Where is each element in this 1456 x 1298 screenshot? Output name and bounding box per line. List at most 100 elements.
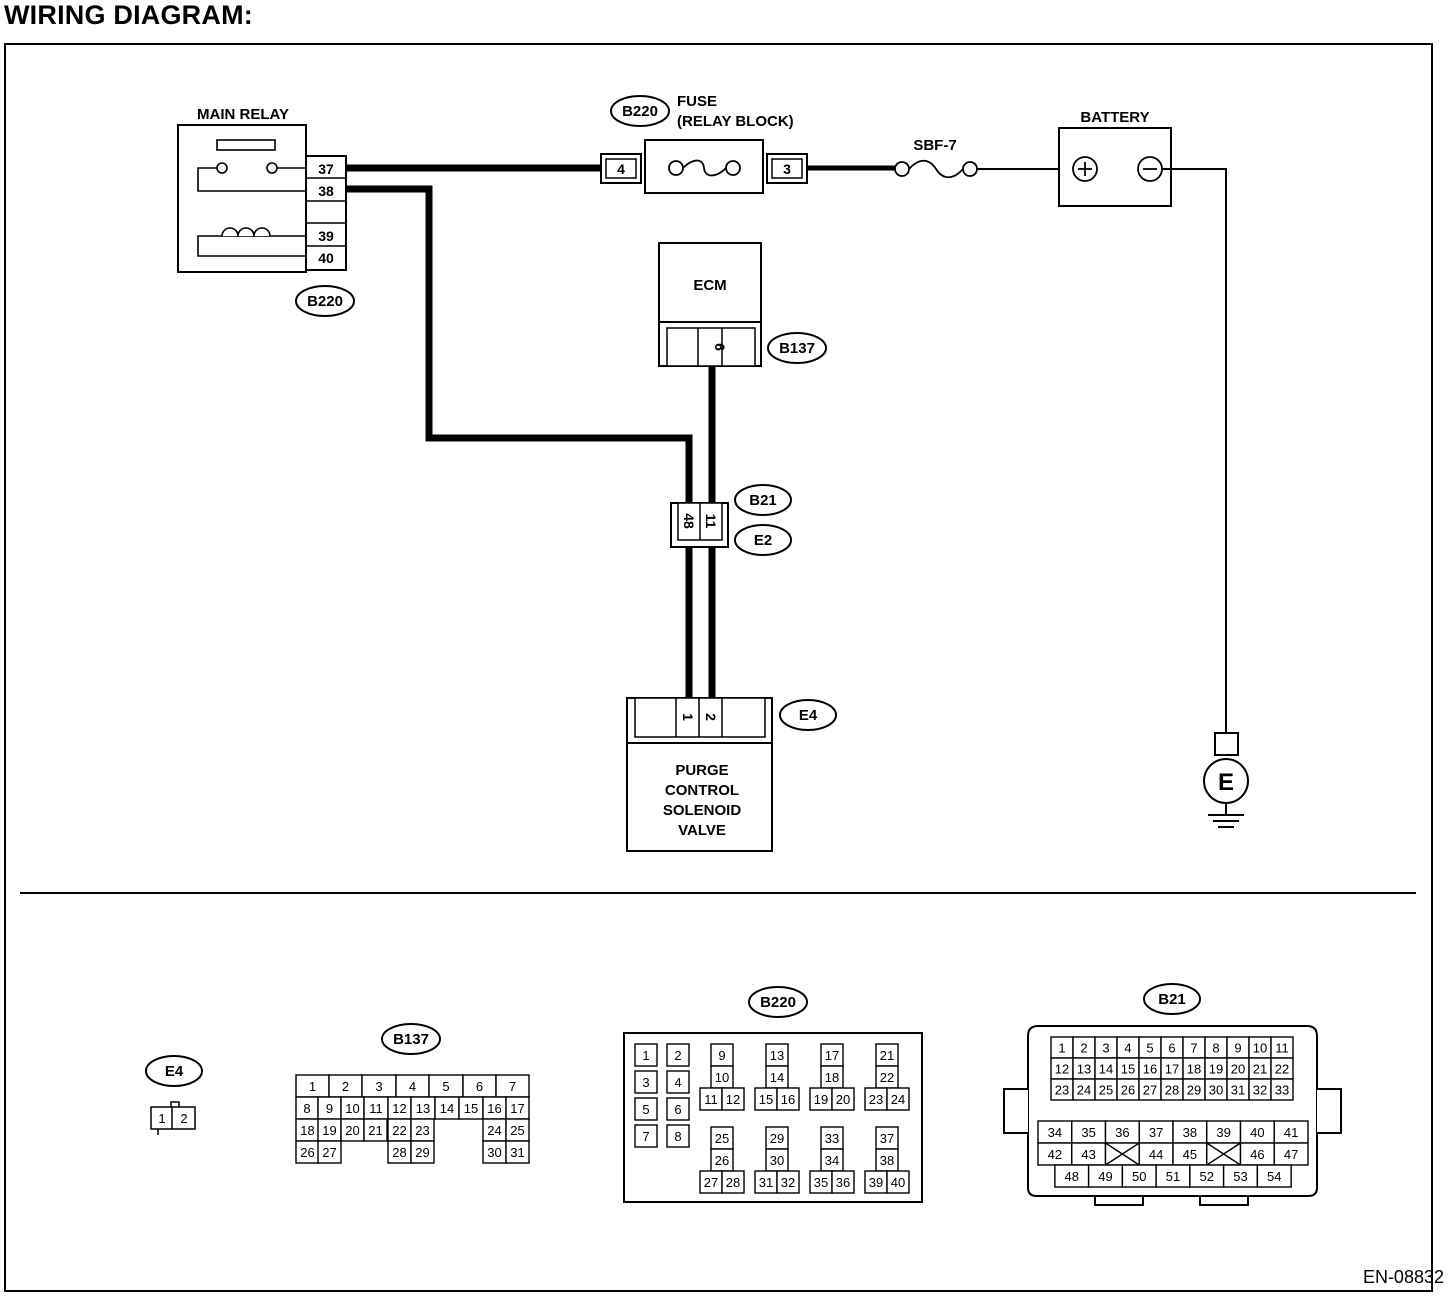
b21-pin-52-label: 52 bbox=[1200, 1169, 1214, 1184]
b21-pin-53-label: 53 bbox=[1233, 1169, 1247, 1184]
b21-pin-32: 32 bbox=[1248, 1078, 1272, 1101]
b21-pin-3-label: 3 bbox=[1102, 1041, 1109, 1056]
ecm-pin: 6 bbox=[712, 343, 728, 351]
b137-pin-6: 6 bbox=[462, 1074, 497, 1098]
valve-pin-right: 2 bbox=[703, 713, 719, 721]
b21-pin-52: 52 bbox=[1189, 1164, 1225, 1188]
b137-pin-21: 21 bbox=[363, 1118, 388, 1142]
b137-pin-25: 25 bbox=[505, 1118, 530, 1142]
b220-pin-2: 2 bbox=[666, 1043, 690, 1067]
b137-pin-11-label: 11 bbox=[369, 1101, 383, 1116]
junction-connector: 48 11 B21 E2 bbox=[670, 484, 792, 556]
b21-pin-1-label: 1 bbox=[1058, 1041, 1065, 1056]
b220-pin-23: 23 bbox=[864, 1087, 888, 1111]
b220-pin-20: 20 bbox=[831, 1087, 855, 1111]
b137-pin-27-label: 27 bbox=[322, 1145, 336, 1160]
b21-pin-40-label: 40 bbox=[1250, 1125, 1264, 1140]
b137-pin-18-label: 18 bbox=[300, 1123, 314, 1138]
wires bbox=[346, 164, 1227, 733]
b137-pin-17: 17 bbox=[505, 1096, 530, 1120]
b220-pin-37-label: 37 bbox=[880, 1131, 894, 1146]
b21-pin-51: 51 bbox=[1155, 1164, 1191, 1188]
b137-pin-18: 18 bbox=[295, 1118, 320, 1142]
b137-pin-27: 27 bbox=[317, 1140, 342, 1164]
b220-pin-3-label: 3 bbox=[642, 1075, 649, 1090]
b21-pin-15: 15 bbox=[1116, 1057, 1140, 1080]
b220-pin-21-label: 21 bbox=[880, 1048, 894, 1063]
b137-pin-29-label: 29 bbox=[415, 1145, 429, 1160]
b21-pin-8: 8 bbox=[1204, 1036, 1228, 1059]
b21-pin-48: 48 bbox=[1054, 1164, 1090, 1188]
b21-pin-22: 22 bbox=[1270, 1057, 1294, 1080]
b21-pin-29-label: 29 bbox=[1187, 1083, 1201, 1098]
b137-pin-17-label: 17 bbox=[510, 1101, 524, 1116]
b137-pin-10: 10 bbox=[340, 1096, 365, 1120]
b220-pin-15-label: 15 bbox=[759, 1092, 773, 1107]
valve-label-line-4: VALVE bbox=[678, 822, 726, 839]
b21-pin-10: 10 bbox=[1248, 1036, 1272, 1059]
b220-pin-1: 1 bbox=[634, 1043, 658, 1067]
b220-pin-37: 37 bbox=[875, 1126, 899, 1150]
junction-pin-left: 48 bbox=[681, 513, 697, 529]
b21-pin-46-label: 46 bbox=[1250, 1147, 1264, 1162]
b21-pin-13: 13 bbox=[1072, 1057, 1096, 1080]
b21-pin-21-label: 21 bbox=[1253, 1062, 1267, 1077]
sbf-7-fusible-link: SBF-7 bbox=[894, 137, 978, 179]
b220-pin-10: 10 bbox=[710, 1065, 734, 1089]
b21-pin-49-label: 49 bbox=[1098, 1169, 1112, 1184]
b220-pin-40-label: 40 bbox=[891, 1175, 905, 1190]
b220-pin-32: 32 bbox=[776, 1170, 800, 1194]
b21-blocked-cavity-2-blocked bbox=[1105, 1142, 1140, 1166]
b220-pin-29-label: 29 bbox=[770, 1131, 784, 1146]
b220-pin-4: 4 bbox=[666, 1070, 690, 1094]
fuse-pin-in: 4 bbox=[617, 161, 625, 177]
b220-pin-36: 36 bbox=[831, 1170, 855, 1194]
b137-pin-22: 22 bbox=[387, 1118, 412, 1142]
b137-pin-9: 9 bbox=[317, 1096, 342, 1120]
b220-pin-27-label: 27 bbox=[704, 1175, 718, 1190]
b137-pin-8-label: 8 bbox=[303, 1101, 310, 1116]
b137-pin-5: 5 bbox=[428, 1074, 464, 1098]
b137-pin-3-label: 3 bbox=[375, 1079, 382, 1094]
b137-pin-2: 2 bbox=[328, 1074, 363, 1098]
b21-pin-1: 1 bbox=[1050, 1036, 1074, 1059]
b137-pin-28-label: 28 bbox=[392, 1145, 406, 1160]
b137-pin-12: 12 bbox=[387, 1096, 412, 1120]
fuse-label: FUSE bbox=[677, 93, 717, 110]
b137-pin-28: 28 bbox=[387, 1140, 412, 1164]
b21-pin-17-label: 17 bbox=[1165, 1062, 1179, 1077]
fuse-connector-badge: B220 bbox=[622, 103, 658, 120]
b137-pin-30: 30 bbox=[482, 1140, 507, 1164]
b21-pin-13-label: 13 bbox=[1077, 1062, 1091, 1077]
b220-pin-14: 14 bbox=[765, 1065, 789, 1089]
b21-pin-34-label: 34 bbox=[1048, 1125, 1062, 1140]
b137-pin-23-label: 23 bbox=[415, 1123, 429, 1138]
b21-pin-24: 24 bbox=[1072, 1078, 1096, 1101]
b137-pin-19: 19 bbox=[317, 1118, 342, 1142]
b220-pin-32-label: 32 bbox=[781, 1175, 795, 1190]
b220-pin-39: 39 bbox=[864, 1170, 888, 1194]
b220-pin-30-label: 30 bbox=[770, 1153, 784, 1168]
b137-pin-1-label: 1 bbox=[309, 1079, 316, 1094]
b137-pin-23: 23 bbox=[410, 1118, 435, 1142]
relay-pin-39: 39 bbox=[318, 228, 334, 244]
b137-pin-12-label: 12 bbox=[392, 1101, 406, 1116]
b137-pin-16-label: 16 bbox=[487, 1101, 501, 1116]
e4-view-title: E4 bbox=[165, 1063, 184, 1080]
valve-label-line-1: PURGE bbox=[675, 762, 728, 779]
purge-control-solenoid-valve: 1 2 PURGE CONTROL SOLENOID VALVE E4 bbox=[626, 697, 837, 852]
b220-pin-33-label: 33 bbox=[825, 1131, 839, 1146]
b220-pin-31: 31 bbox=[754, 1170, 778, 1194]
b21-pin-38: 38 bbox=[1172, 1120, 1208, 1144]
b21-pin-33: 33 bbox=[1270, 1078, 1294, 1101]
b21-pin-43: 43 bbox=[1071, 1142, 1107, 1166]
b21-pin-23: 23 bbox=[1050, 1078, 1074, 1101]
b220-pin-30: 30 bbox=[765, 1148, 789, 1172]
b137-pin-11: 11 bbox=[363, 1096, 389, 1120]
b220-pin-5-label: 5 bbox=[642, 1102, 649, 1117]
b21-pin-18-label: 18 bbox=[1187, 1062, 1201, 1077]
b137-pin-26-label: 26 bbox=[300, 1145, 314, 1160]
b21-pin-51-label: 51 bbox=[1166, 1169, 1180, 1184]
b21-pin-45: 45 bbox=[1172, 1142, 1208, 1166]
